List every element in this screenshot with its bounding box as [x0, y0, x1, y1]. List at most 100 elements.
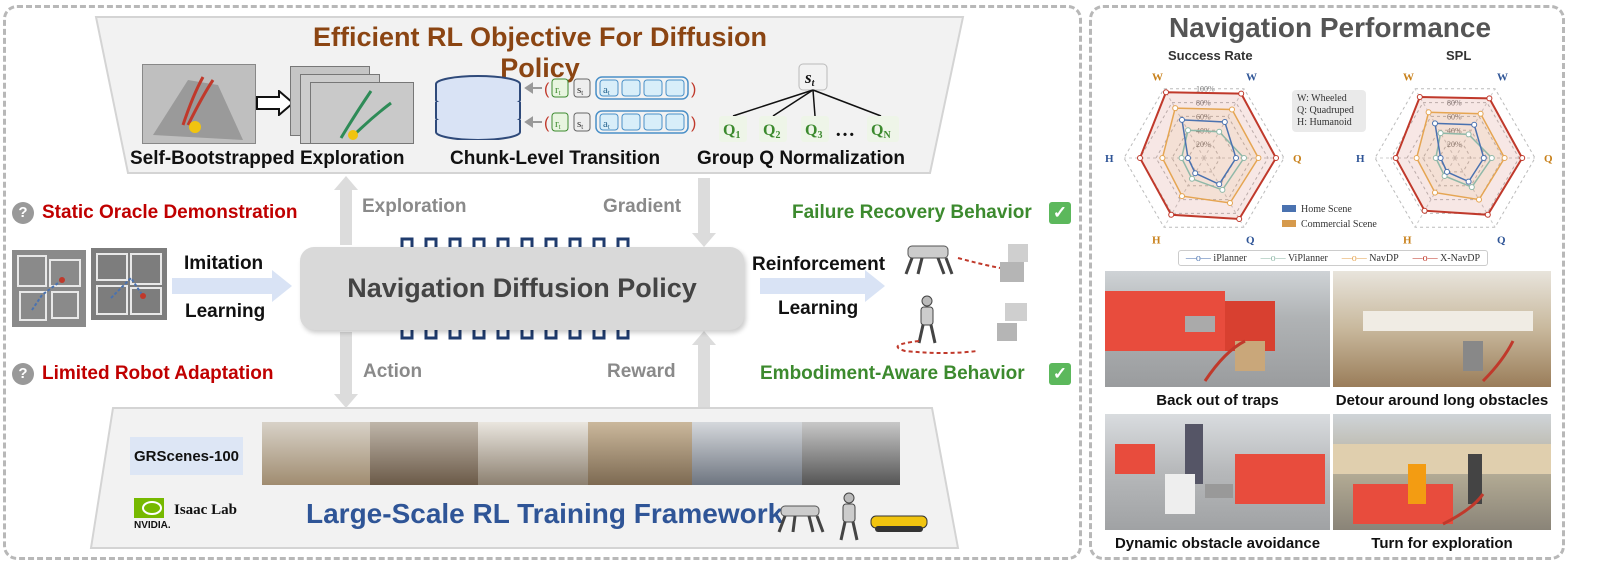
svg-text:): )	[691, 81, 696, 98]
method-legend: —o— iPlanner —o— ViPlanner —o— NavDP —o—…	[1178, 250, 1488, 266]
token-r-2-sub: t	[559, 123, 561, 131]
label-exploration: Exploration	[362, 196, 467, 217]
radar-point	[1216, 128, 1223, 135]
viplanner-label: ViPlanner	[1287, 252, 1328, 264]
radar-point	[1179, 193, 1185, 200]
radar-point	[1471, 121, 1478, 128]
radar-axis-label: W	[1152, 72, 1163, 84]
question-icon: ?	[12, 202, 34, 224]
method-legend-navdp: —o— NavDP	[1341, 252, 1399, 264]
svg-text:Q3: Q3	[805, 122, 822, 141]
diffusion-step-arrow	[448, 237, 462, 253]
token-a-1-sub: t	[608, 89, 610, 97]
photo-dynamic-obstacle	[1105, 414, 1330, 530]
radar-axis-label: W	[1497, 72, 1508, 84]
radar-axis-line	[1203, 157, 1245, 228]
q3-label: Q	[805, 122, 817, 139]
radar-axis-label: H	[1356, 153, 1365, 165]
robot-dog-icon	[904, 244, 1028, 282]
radar-point	[1476, 196, 1482, 203]
radar-point	[1432, 155, 1439, 161]
svg-text:rt: rt	[555, 84, 561, 97]
humanoid-robot-icon	[896, 295, 1027, 354]
performance-title: Navigation Performance	[1168, 12, 1492, 43]
question-icon: ?	[12, 363, 34, 385]
diffusion-step-arrow	[424, 324, 438, 340]
svg-text:(: (	[544, 81, 550, 98]
legend-quadruped: Q: Quadruped	[1297, 105, 1354, 116]
radar-point	[1179, 116, 1185, 123]
imitation-label: Imitation	[184, 253, 264, 274]
q1-sub: 1	[735, 130, 740, 141]
radar-point	[1185, 127, 1191, 134]
qn-sub: N	[883, 130, 891, 141]
radar-point	[1484, 211, 1491, 218]
radar-point	[1221, 119, 1228, 125]
reinforcement-label: Reinforcement	[752, 254, 886, 275]
token-r-1: r	[555, 84, 559, 96]
scene-legend-commercial: Commercial Scene	[1282, 217, 1377, 232]
radar-point	[1236, 216, 1243, 222]
svg-text:st: st	[577, 118, 583, 131]
scene-photo-4	[588, 422, 692, 485]
diffusion-step-arrow	[448, 324, 462, 340]
scene-legend-home: Home Scene	[1282, 202, 1377, 217]
label-action: Action	[363, 361, 423, 382]
caption-detour: Detour around long obstacles	[1335, 392, 1549, 409]
radar-axis-label: H	[1152, 234, 1161, 246]
radar-point	[1486, 95, 1493, 102]
radar-point	[1163, 89, 1169, 96]
radar-axis-label: Q	[1246, 234, 1255, 246]
top-title: Efficient RL Objective For Diffusion Pol…	[312, 22, 768, 83]
token-s-1-sub: t	[581, 89, 583, 97]
method-legend-viplanner: —o— ViPlanner	[1260, 252, 1328, 264]
scene-photo-5	[692, 422, 802, 485]
radar-point	[1468, 184, 1475, 191]
radar-axis-label: Q	[1293, 153, 1302, 165]
diffusion-step-arrow	[544, 324, 558, 340]
group-q-state: s	[804, 68, 812, 87]
nvidia-logo-icon	[134, 498, 164, 518]
radar-point	[1416, 94, 1423, 100]
radar-point	[1168, 211, 1175, 218]
failure-recovery-label: Failure Recovery Behavior	[792, 202, 1032, 223]
radar-point	[1229, 106, 1235, 113]
caption-group-q: Group Q Normalization	[697, 148, 905, 169]
photo-back-out-of-traps	[1105, 271, 1330, 387]
commercial-scene-label: Commercial Scene	[1301, 219, 1377, 230]
caption-chunk-level: Chunk-Level Transition	[450, 148, 661, 169]
group-q-tree: st Q1 Q2 Q3 … QN	[719, 63, 899, 142]
token-s-2-sub: t	[581, 123, 583, 131]
svg-text:st: st	[577, 84, 583, 97]
check-icon: ✓	[1049, 202, 1071, 224]
svg-text:st: st	[804, 68, 816, 89]
diffusion-arrows-bottom	[400, 324, 630, 340]
radar-point	[1465, 178, 1472, 185]
radar-tick-label: 20%	[1447, 140, 1462, 149]
caption-dynamic: Dynamic obstacle avoidance	[1114, 535, 1321, 552]
svg-text:(: (	[544, 115, 550, 132]
floorplan-image-2	[91, 248, 167, 320]
iplanner-label: iPlanner	[1213, 252, 1247, 264]
caption-turn: Turn for exploration	[1371, 535, 1513, 552]
embodiment-legend: W: Wheeled Q: Quadruped H: Humanoid	[1292, 90, 1366, 132]
diffusion-arrows-top	[400, 237, 630, 253]
radar-tick-label: 20%	[1196, 140, 1211, 149]
method-legend-iplanner: —o— iPlanner	[1185, 252, 1247, 264]
nvidia-label: NVIDIA.	[134, 520, 171, 531]
method-legend-xnavdp: —o— X-NavDP	[1412, 252, 1481, 264]
qn-label: Q	[871, 122, 883, 139]
svg-text:at: at	[603, 84, 610, 97]
exploration-image-1	[142, 64, 256, 144]
svg-text:Q2: Q2	[763, 122, 780, 141]
diffusion-step-arrow	[472, 324, 486, 340]
navdp-label: NavDP	[1369, 252, 1399, 264]
replay-buffer-icon	[435, 75, 521, 140]
radar-point	[1480, 155, 1487, 161]
q1-label: Q	[723, 122, 735, 139]
transition-tuples: ( ( ) ) rt st at rt st at	[524, 76, 696, 134]
radar-point	[1501, 155, 1508, 161]
floorplan-image-1	[12, 250, 86, 327]
xnavdp-label: X-NavDP	[1440, 252, 1481, 264]
radar-tick-label: 60%	[1196, 112, 1211, 121]
